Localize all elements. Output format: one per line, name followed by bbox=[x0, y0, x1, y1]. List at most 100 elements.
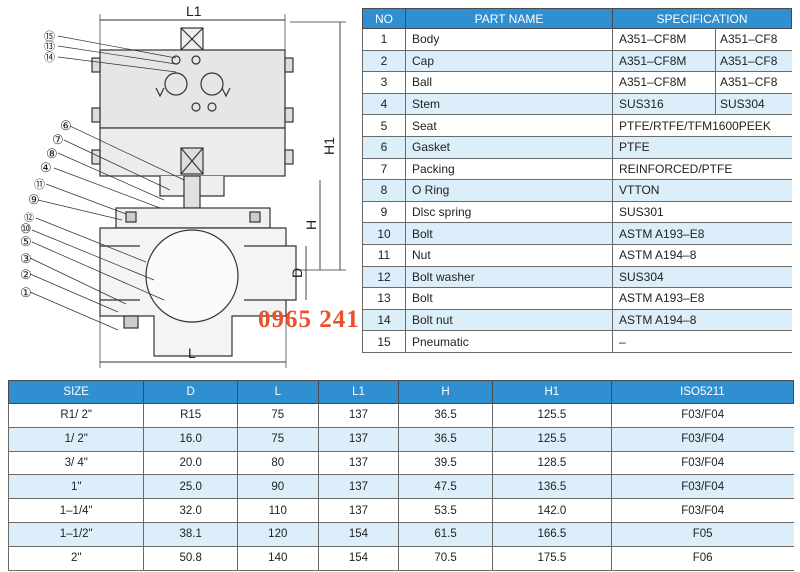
size-header: SIZE bbox=[7, 380, 145, 404]
size-cell: 53.5 bbox=[398, 498, 493, 523]
callout: ⑪ bbox=[34, 178, 45, 191]
size-cell: F03/F04 bbox=[610, 427, 794, 452]
size-cell: 120 bbox=[236, 522, 319, 547]
callout: ⑦ bbox=[52, 132, 64, 147]
size-cell: 137 bbox=[317, 474, 399, 500]
part-name: Bolt nut bbox=[405, 309, 613, 332]
size-header: H bbox=[398, 380, 493, 404]
size-cell: 20.0 bbox=[143, 451, 238, 476]
size-cell: 3/ 4" bbox=[7, 451, 144, 476]
size-header: L bbox=[236, 380, 319, 404]
part-spec: SUS304 bbox=[612, 266, 792, 289]
size-cell: F06 bbox=[610, 546, 794, 571]
size-cell: 32.0 bbox=[143, 498, 238, 523]
callout: ⑥ bbox=[60, 118, 72, 133]
part-number: 13 bbox=[362, 287, 406, 310]
callout: ② bbox=[20, 267, 32, 282]
actuator-port-left bbox=[164, 72, 188, 96]
callout: ⑮ bbox=[44, 30, 55, 43]
callout: ⑩ bbox=[20, 221, 32, 236]
dim-l: L bbox=[188, 345, 196, 361]
part-spec: ASTM A193–E8 bbox=[612, 287, 792, 310]
size-cell: 75 bbox=[236, 403, 319, 428]
size-cell: F03/F04 bbox=[610, 474, 794, 500]
size-cell: F03/F04 bbox=[610, 498, 794, 523]
dim-h: H bbox=[303, 220, 319, 230]
part-number: 4 bbox=[362, 93, 406, 116]
part-name: Seat bbox=[405, 114, 613, 137]
part-spec: SUS301 bbox=[612, 201, 792, 224]
size-cell: 2" bbox=[7, 546, 144, 571]
size-cell: 154 bbox=[317, 522, 399, 547]
part-number: 8 bbox=[362, 179, 406, 202]
callout: ① bbox=[20, 285, 32, 300]
size-cell: 125.5 bbox=[491, 403, 612, 428]
part-name: Cap bbox=[405, 50, 613, 73]
size-cell: 80 bbox=[236, 451, 319, 476]
part-spec: SUS316 bbox=[612, 93, 716, 116]
size-cell: 137 bbox=[317, 427, 399, 452]
part-spec: A351–CF8M bbox=[612, 28, 716, 51]
size-cell: F05 bbox=[610, 522, 794, 547]
part-number: 5 bbox=[362, 114, 406, 137]
part-name: Gasket bbox=[405, 136, 613, 159]
size-header: H1 bbox=[491, 380, 612, 404]
size-cell: 166.5 bbox=[491, 522, 612, 547]
actuator-body bbox=[99, 49, 286, 129]
size-cell: 1–1/4" bbox=[7, 498, 144, 523]
part-spec: ASTM A193–E8 bbox=[612, 222, 792, 245]
part-number: 7 bbox=[362, 158, 406, 181]
size-cell: 25.0 bbox=[143, 474, 238, 500]
ball bbox=[145, 229, 239, 323]
size-cell: 61.5 bbox=[398, 522, 493, 547]
size-cell: 142.0 bbox=[491, 498, 612, 523]
part-name: Pneumatic bbox=[405, 330, 613, 353]
size-cell: R15 bbox=[143, 403, 238, 428]
size-cell: 110 bbox=[236, 498, 319, 523]
part-name: Ball bbox=[405, 71, 613, 94]
part-number: 12 bbox=[362, 266, 406, 289]
header-no: NO bbox=[362, 8, 406, 29]
size-cell: 90 bbox=[236, 474, 319, 500]
part-number: 6 bbox=[362, 136, 406, 159]
part-number: 1 bbox=[362, 28, 406, 51]
size-cell: 16.0 bbox=[143, 427, 238, 452]
part-name: Body bbox=[405, 28, 613, 51]
part-name: Bolt bbox=[405, 287, 613, 310]
part-number: 10 bbox=[362, 222, 406, 245]
size-cell: 36.5 bbox=[398, 427, 493, 452]
callout: ⑤ bbox=[20, 234, 32, 249]
size-header: L1 bbox=[317, 380, 400, 404]
callout: ⑬ bbox=[44, 40, 55, 53]
callout: ③ bbox=[20, 251, 32, 266]
size-cell: 47.5 bbox=[398, 474, 493, 500]
part-number: 11 bbox=[362, 244, 406, 267]
callout: ⑭ bbox=[44, 51, 55, 64]
part-spec: A351–CF8M bbox=[612, 50, 716, 73]
part-spec: A351–CF8M bbox=[612, 71, 716, 94]
size-cell: R1/ 2" bbox=[7, 403, 144, 428]
part-spec: SUS304 bbox=[715, 93, 792, 116]
size-cell: 50.8 bbox=[143, 546, 238, 571]
part-name: Nut bbox=[405, 244, 613, 267]
callout: ⑫ bbox=[24, 212, 34, 224]
valve-cap bbox=[115, 207, 271, 229]
actuator-port-right bbox=[200, 72, 224, 96]
part-number: 3 bbox=[362, 71, 406, 94]
part-spec: A351–CF8 bbox=[715, 28, 792, 51]
part-number: 2 bbox=[362, 50, 406, 73]
part-name: Bolt washer bbox=[405, 266, 613, 289]
size-cell: 75 bbox=[236, 427, 319, 452]
size-cell: 70.5 bbox=[398, 546, 493, 571]
part-name: Stem bbox=[405, 93, 613, 116]
